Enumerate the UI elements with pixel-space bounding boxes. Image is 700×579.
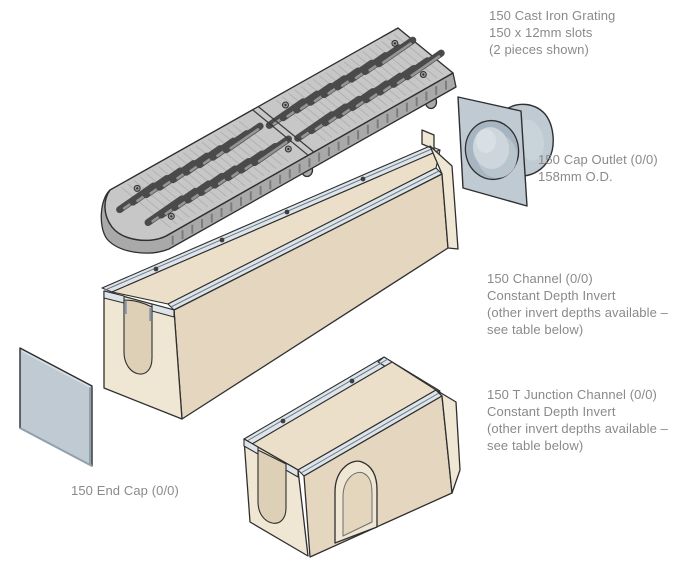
end-cap-label: 150 End Cap (0/0) [71,483,179,498]
grating-slots [116,33,447,245]
rail-groove-line [170,170,440,308]
channel-right-end-tab [421,129,435,150]
tj-branch-inner [342,471,373,537]
channel-label: 150 Channel (0/0) Constant Depth Invert … [487,271,668,337]
rail-bolt [349,378,355,384]
grating-joint [252,109,308,156]
end-cap-shade [19,427,93,467]
end-cap-plate [19,347,93,467]
tj-right-end [435,389,461,494]
rail-bolt [284,209,290,215]
rail-bolt [153,266,159,272]
channel-u-groove [123,299,153,375]
grating-label: 150 Cast Iron Grating 150 x 12mm slots (… [489,8,616,57]
t-junction-channel [243,356,461,558]
grating-top-face [104,27,454,242]
grating-joint [257,106,314,153]
channel-right-end [429,145,459,250]
rail-groove-line [300,392,440,474]
t-junction-label: 150 T Junction Channel (0/0) Constant De… [487,387,668,453]
tj-u-groove [257,449,287,524]
rail-bolt [280,418,286,424]
cap-outlet-label: 150 Cap Outlet (0/0) 158mm O.D. [538,152,658,184]
end-cap-bevel [21,350,91,388]
cast-iron-grating [100,27,457,254]
rail-bolt [360,176,366,182]
rail-groove-line [104,147,435,291]
end-cap [19,347,93,467]
channel [101,129,459,420]
rail-bolt [219,237,225,243]
cap-outlet [457,96,554,207]
rail-groove-line [246,358,389,442]
outlet-highlight [476,129,496,153]
